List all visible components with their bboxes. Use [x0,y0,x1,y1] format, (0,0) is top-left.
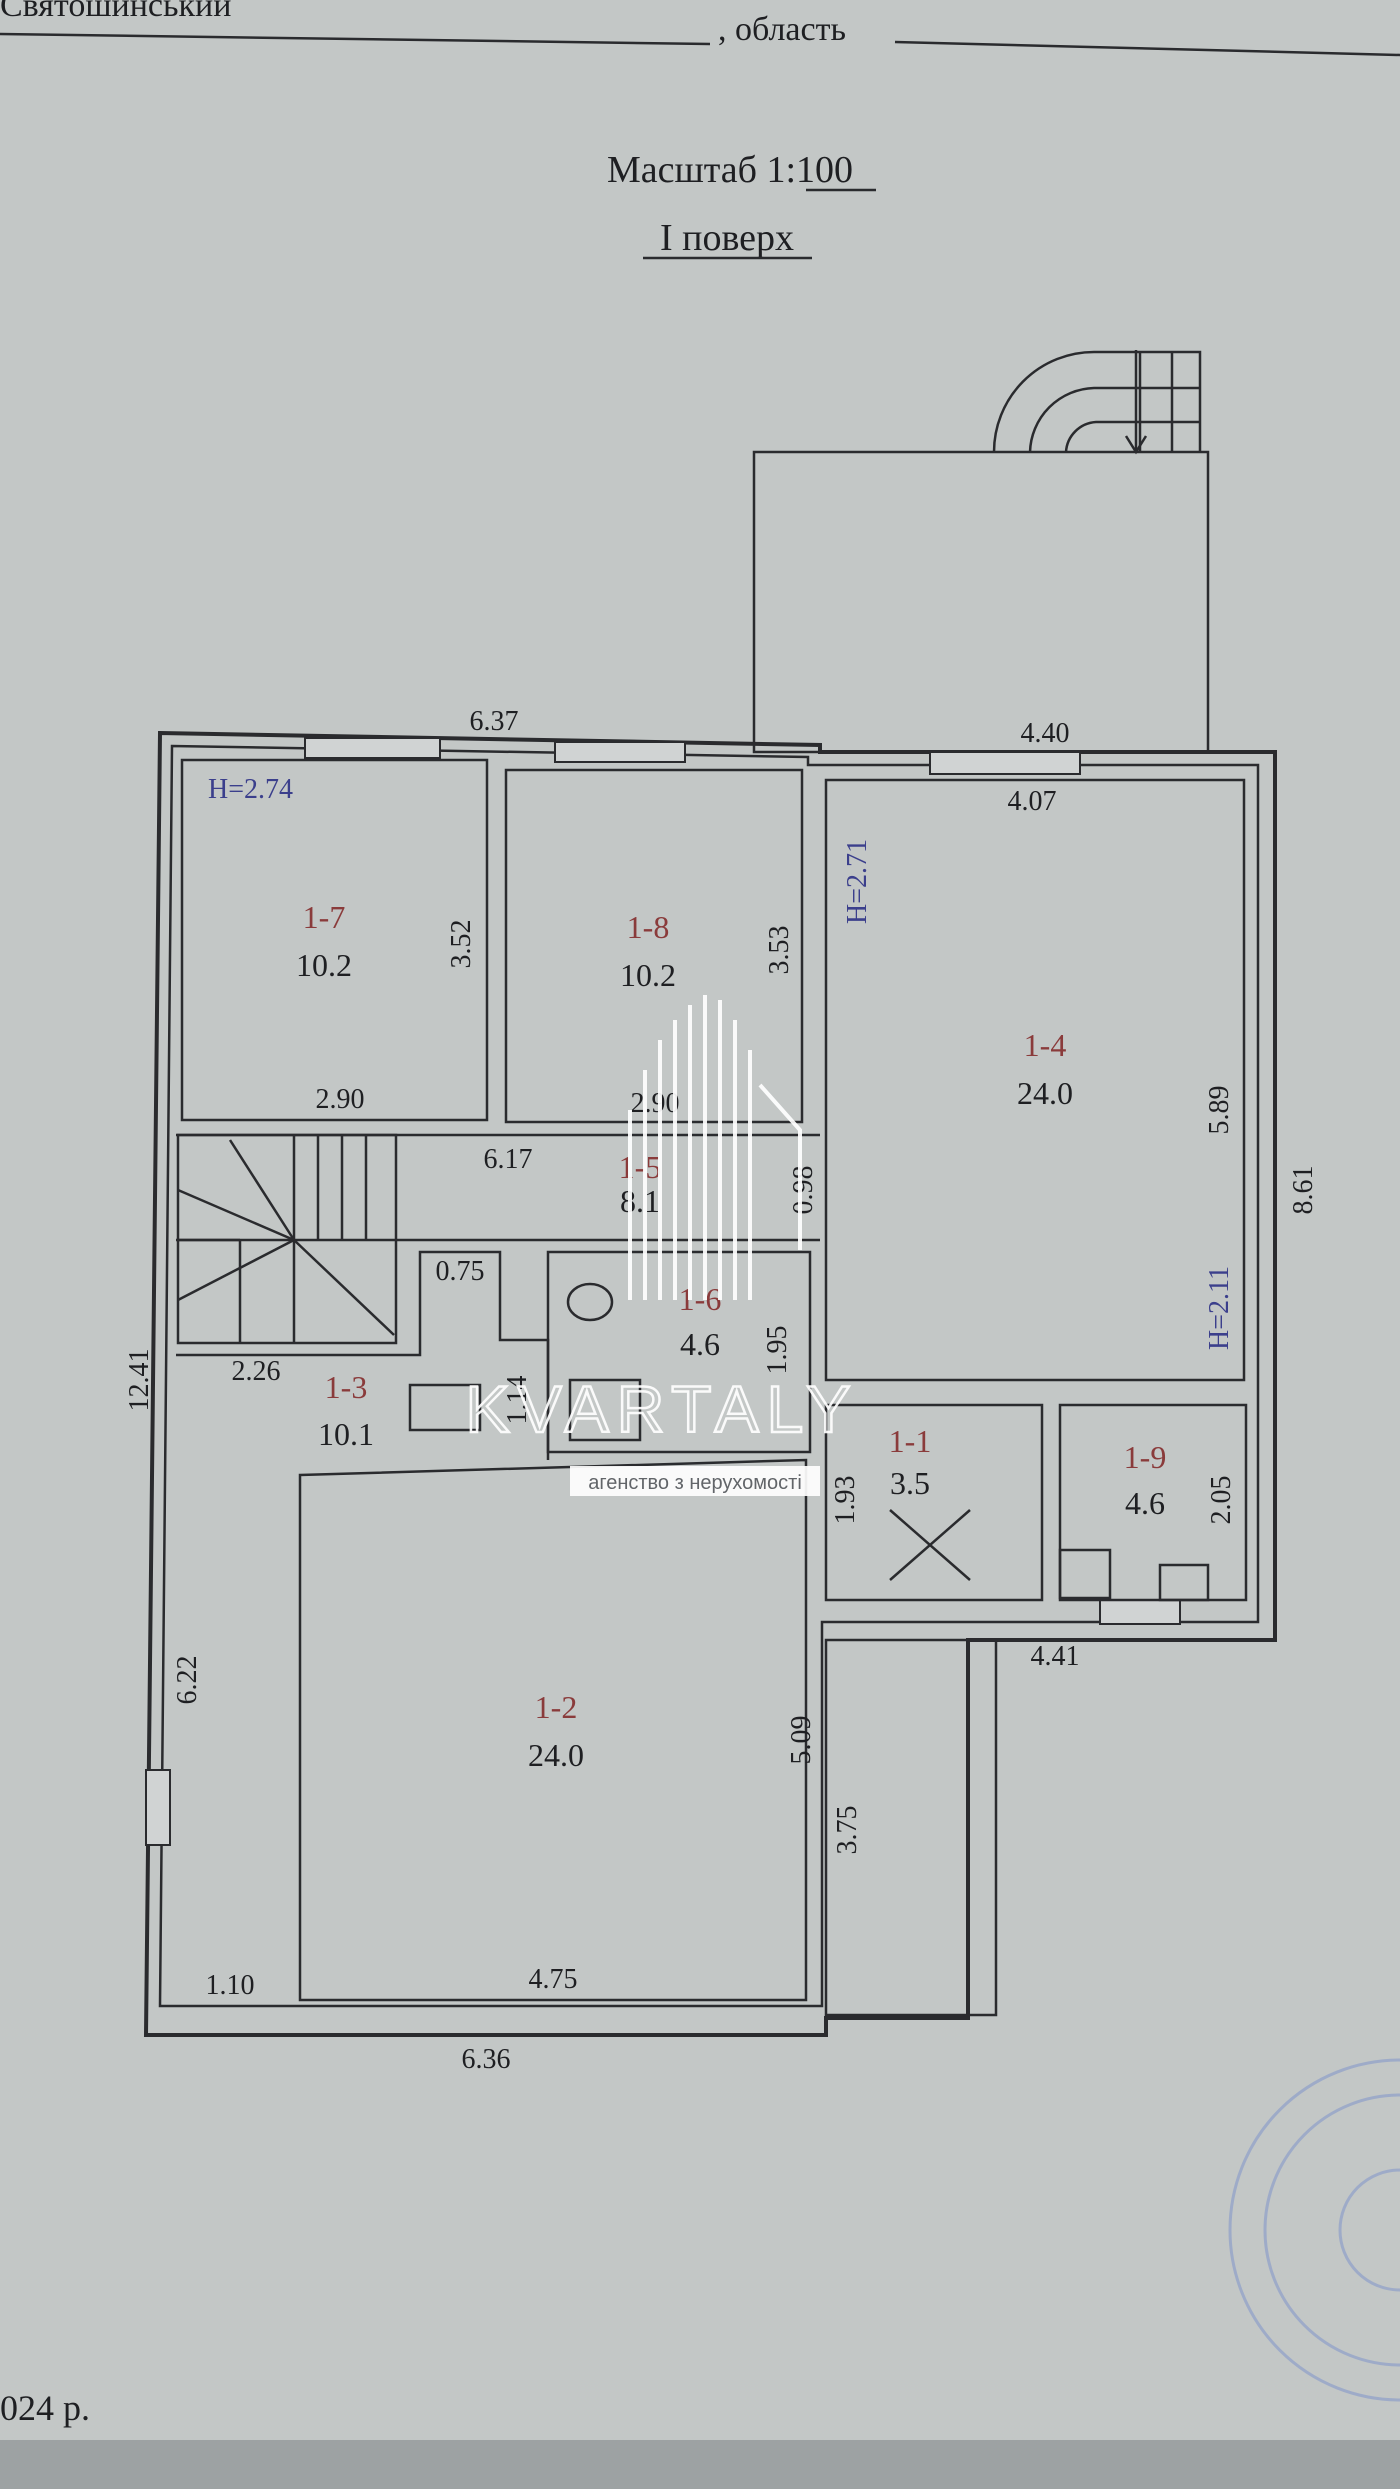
footer-date: 024 р. [0,2388,90,2428]
dim-corridor: 6.17 [484,1144,533,1175]
room-1-7-area: 10.2 [296,947,352,983]
room-1-8-area: 10.2 [620,957,676,993]
room-1-6-id: 1-6 [679,1281,722,1317]
watermark-logo-bars [628,995,802,1300]
dim-left-side: 6.22 [172,1656,203,1705]
district-name: Святошинський [0,0,231,24]
height-label-1: H=2.74 [208,774,293,805]
toilet-icon [566,1282,614,1322]
dim-overall-right: 8.61 [1288,1166,1319,1215]
watermark-tagline: агенство з нерухомості [588,1472,802,1494]
dim-r13-top: 2.26 [232,1356,281,1387]
dim-bottom-right: 4.41 [1031,1641,1080,1672]
room-1-5-id: 1-5 [619,1149,662,1185]
watermark-tagline-box [570,1466,820,1496]
dim-r14-top: 4.07 [1008,786,1057,817]
dim-r12-bottom: 4.75 [529,1964,578,1995]
height-label-3: H=2.11 [1204,1266,1235,1350]
room-1-9-id: 1-9 [1124,1439,1167,1475]
dim-r16-side: 1.95 [762,1326,793,1375]
official-stamp [1228,2058,1400,2402]
room-1-3-outline [176,1250,550,1460]
room-1-1-area: 3.5 [890,1465,930,1501]
radiator-icon [408,1383,482,1432]
dim-annex: 3.75 [832,1806,863,1855]
room-1-1-id: 1-1 [889,1423,932,1459]
sink-icon [568,1378,642,1442]
dim-r15-side: 0.98 [788,1166,819,1215]
room-1-1-outline [824,1403,1044,1602]
room-1-7-id: 1-7 [303,899,346,935]
porch-steps-outer [992,350,1202,453]
room-1-2-area: 24.0 [528,1737,584,1773]
room-1-4-id: 1-4 [1024,1027,1067,1063]
room-1-5-area: 8.1 [620,1183,660,1219]
dim-r17-bottom: 2.90 [316,1084,365,1115]
dim-r14-right: 5.89 [1204,1086,1235,1135]
stove-icon [1058,1548,1112,1600]
porch-steps-mid [1028,386,1200,453]
porch-steps-inner [1064,420,1200,453]
dim-r18-bottom: 2.90 [631,1088,680,1119]
dim-bottom-small: 1.10 [206,1970,255,2001]
region-label: , область [718,11,846,48]
room-1-2-outline [298,1458,808,2002]
window-r14 [929,751,1081,775]
room-1-9-outline [1058,1403,1248,1602]
room-1-8-outline [504,768,804,1124]
dim-top-left: 6.37 [470,706,519,737]
floor-label: I поверх [660,217,794,259]
height-label-2: H=2.71 [842,839,873,924]
room-1-9-area: 4.6 [1125,1485,1165,1521]
staircase-steps [177,1135,395,1343]
inner-wall-line [158,744,1260,2008]
dim-overall-left: 12.41 [124,1349,155,1412]
dim-r11-side: 1.93 [830,1476,861,1525]
dim-small: 0.75 [436,1256,485,1287]
room-1-3-area: 10.1 [318,1416,374,1452]
room-1-4-outline [824,778,1246,1382]
porch-arrow-head [1124,435,1148,455]
watermark-brand: KVARTALY [466,1372,859,1446]
kitchen-sink-icon [1158,1563,1210,1602]
watermark: KVARTALY агенство з нерухомості [464,995,859,1496]
room-1-4-area: 24.0 [1017,1075,1073,1111]
header-line-left [0,32,711,46]
room-1-2-id: 1-2 [535,1689,578,1725]
window-r18 [554,741,686,763]
window-r19 [1099,1599,1181,1625]
dim-top-right: 4.40 [1021,718,1070,749]
dim-r13-side: 1.14 [502,1376,533,1425]
room-1-3-id: 1-3 [325,1369,368,1405]
room-1-8-id: 1-8 [627,909,670,945]
dim-r19-side: 2.05 [1206,1476,1237,1525]
annex-outline [824,1638,998,2017]
room-1-7-outline [180,758,489,1122]
window-left [145,1769,171,1846]
dim-r12-right: 5.09 [786,1716,817,1765]
dim-bottom-total: 6.36 [462,2044,511,2075]
header-line-right [894,40,1400,57]
dim-r18-right: 3.53 [764,926,795,975]
window-r17 [304,737,441,759]
scale-label: Масштаб 1:100 [607,149,853,191]
paper-bottom-edge [0,2440,1400,2489]
boiler-symbol [889,1509,971,1581]
dim-r17-right: 3.52 [446,920,477,969]
room-1-6-area: 4.6 [680,1326,720,1362]
